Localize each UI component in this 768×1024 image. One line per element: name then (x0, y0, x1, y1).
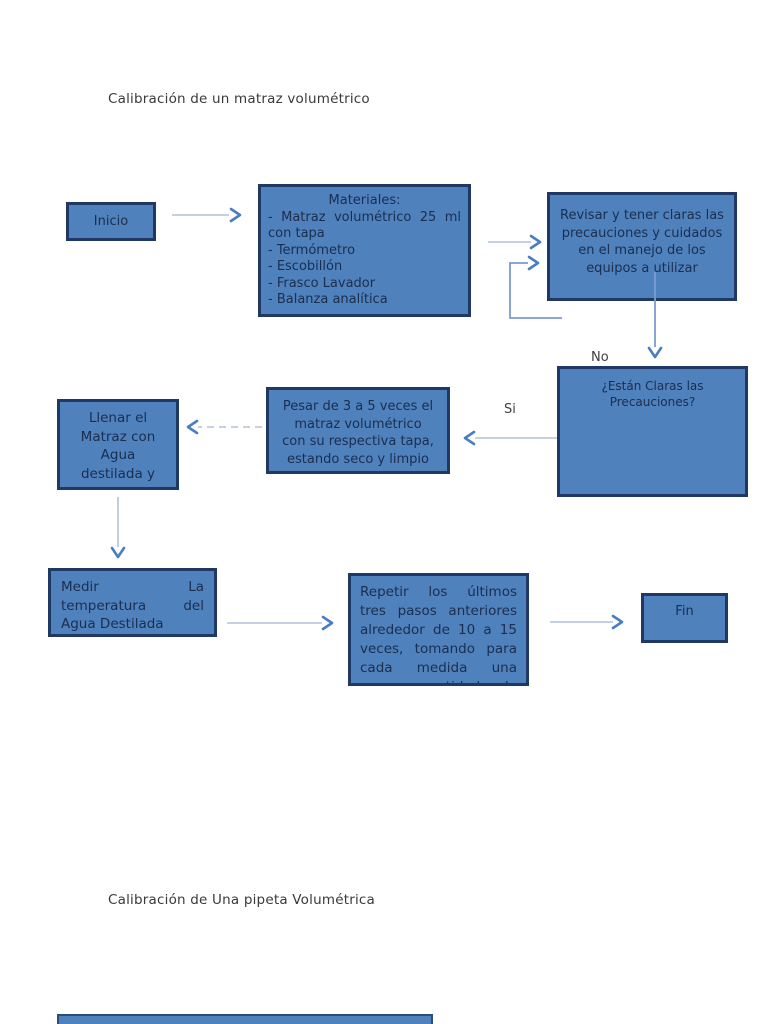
decision-line: Precauciones? (609, 394, 696, 409)
llenar-line: Agua (100, 447, 136, 463)
node-llenar-matraz: Llenar el Matraz con Agua destilada y (57, 399, 179, 490)
node-medir-temperatura: Medir La temperatura del Agua Destilada (48, 568, 217, 637)
arrowhead-left-icon (463, 430, 476, 446)
node-materiales: Materiales: - Matraz volumétrico 25 ml c… (258, 184, 471, 317)
arrowhead-right-icon (529, 234, 542, 250)
llenar-line: Matraz con (80, 428, 156, 445)
medir-line: temperatura del (61, 597, 204, 614)
edge-label-no: No (591, 350, 609, 365)
arrowhead-down-icon (647, 346, 663, 359)
revisar-line: Revisar y tener claras las (560, 208, 724, 223)
pesar-line: con su respectiva tapa, (282, 434, 434, 449)
repetir-line: tres pasos anteriores (360, 603, 517, 619)
node-decision-precauciones-claras: ¿Están Claras las Precauciones? (557, 366, 748, 497)
next-flowchart-box-clipped (57, 1014, 433, 1024)
medir-line: Medir La (61, 579, 204, 595)
node-fin-label: Fin (675, 604, 694, 619)
repetir-line: veces, tomando para (360, 641, 517, 657)
node-inicio-label: Inicio (93, 214, 129, 229)
flowchart-title-matraz: Calibración de un matraz volumétrico (108, 91, 370, 107)
edge-label-si: Si (504, 402, 516, 417)
materiales-item: - Escobillón (268, 259, 343, 274)
revisar-line: precauciones y cuidados (561, 225, 723, 241)
repetir-line: nueva cantidad de (360, 678, 517, 683)
arrowhead-left-icon (186, 419, 199, 435)
pesar-line: matraz volumétrico (294, 416, 422, 432)
llenar-line: destilada y (80, 465, 156, 482)
repetir-line: Repetir los últimos (360, 584, 517, 600)
node-inicio: Inicio (66, 202, 156, 241)
pesar-line: estando seco y limpio (287, 451, 429, 467)
llenar-line: Llenar el (88, 410, 148, 426)
medir-line: Agua Destilada (61, 616, 164, 632)
arrowhead-right-icon (527, 255, 540, 271)
arrowhead-down-icon (110, 546, 126, 559)
node-revisar-precauciones: Revisar y tener claras las precauciones … (547, 192, 737, 301)
decision-line: ¿Están Claras las (601, 379, 704, 393)
repetir-line: cada medida una (360, 660, 517, 676)
arrowhead-right-icon (229, 207, 242, 223)
arrowhead-right-icon (611, 614, 624, 630)
materiales-heading: Materiales: (328, 193, 401, 208)
revisar-line: en el manejo de los (578, 243, 706, 258)
flowchart-title-pipeta: Calibración de Una pipeta Volumétrica (108, 892, 375, 908)
node-fin: Fin (641, 593, 728, 643)
materiales-item: - Balanza analítica (268, 292, 388, 307)
node-repetir-pasos: Repetir los últimos tres pasos anteriore… (348, 573, 529, 686)
revisar-line: equipos a utilizar (586, 260, 698, 276)
materiales-item: - Frasco Lavador (268, 275, 376, 291)
materiales-item: - Matraz volumétrico 25 ml con tapa (268, 209, 461, 242)
materiales-item: - Termómetro (268, 242, 356, 258)
arrowhead-right-icon (321, 615, 334, 631)
repetir-line: alrededor de 10 a 15 (360, 622, 517, 638)
pesar-line: Pesar de 3 a 5 veces el (282, 399, 434, 414)
node-pesar-matraz: Pesar de 3 a 5 veces el matraz volumétri… (266, 387, 450, 474)
